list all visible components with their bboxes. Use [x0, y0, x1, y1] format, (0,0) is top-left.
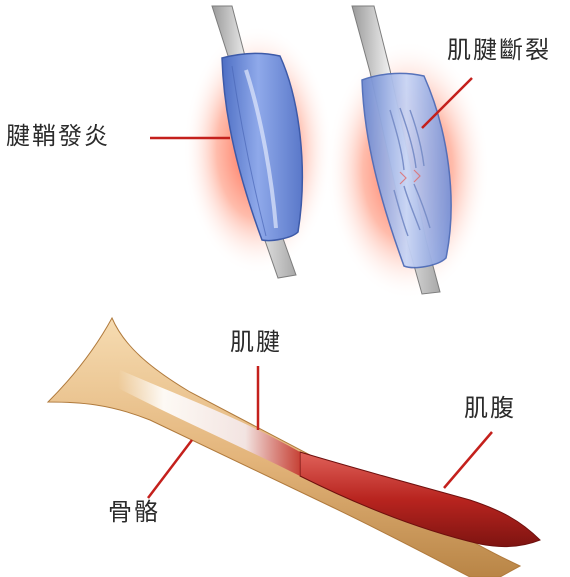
leader-bone [148, 440, 192, 498]
label-tendon: 肌腱 [230, 330, 282, 354]
label-bone: 骨骼 [108, 500, 160, 524]
inflamed-sheath-figure [183, 6, 333, 278]
label-tenosynovitis: 腱鞘發炎 [6, 124, 110, 148]
label-tendon-rupture: 肌腱斷裂 [447, 38, 551, 62]
leader-muscle-belly [444, 432, 492, 488]
bone-tendon-muscle-figure [48, 318, 540, 577]
tendon-band [118, 370, 300, 476]
label-muscle-belly: 肌腹 [464, 396, 516, 420]
